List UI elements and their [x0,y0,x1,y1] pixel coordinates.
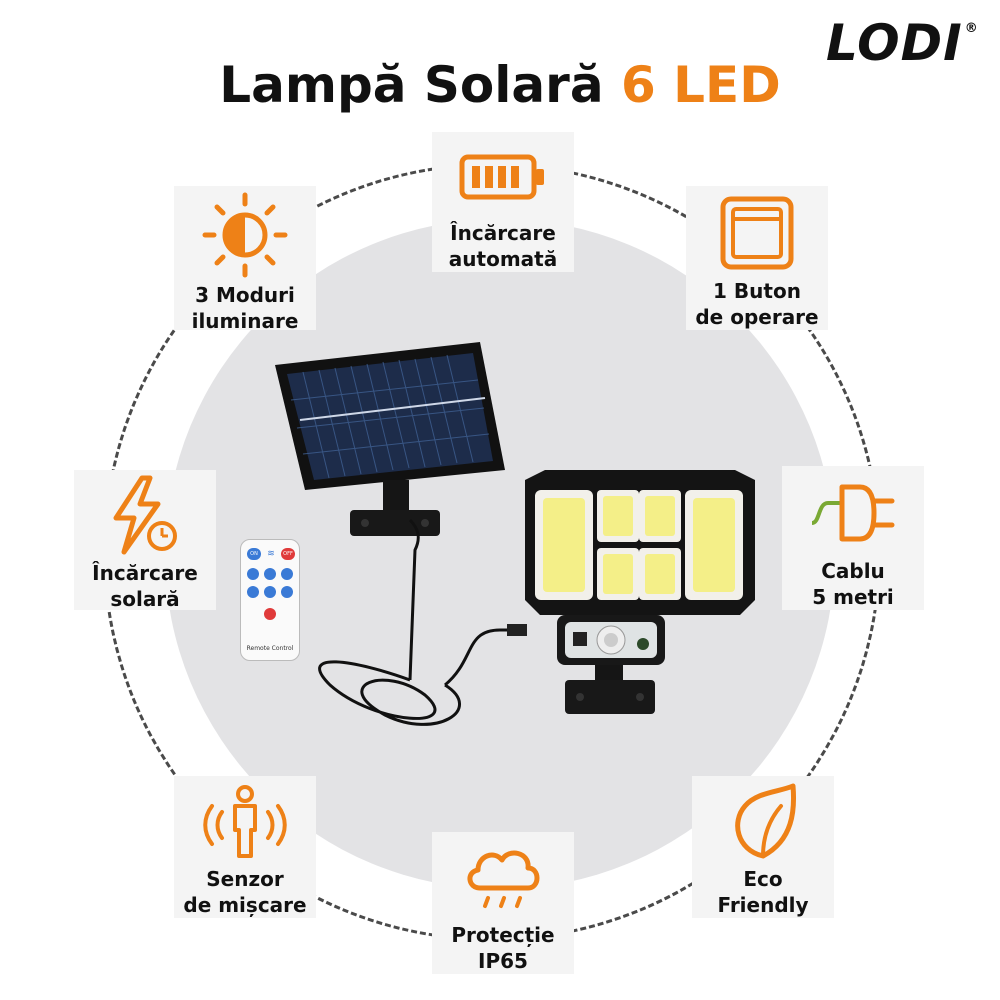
lamp-unit [525,470,755,714]
feature-label: 1 Buton de operare [695,279,819,329]
solar-panel [275,342,505,536]
remote-mode-button [281,568,293,580]
feature-label: Protecție IP65 [451,923,555,973]
remote-mode-button [264,568,276,580]
feature-protection: Protecție IP65 [432,832,574,974]
title-accent: 6 LED [620,56,781,114]
feature-label: 3 Moduri iluminare [191,283,299,333]
battery-icon [458,136,548,218]
feature-button: 1 Buton de operare [686,186,828,330]
remote-on-button: ON [247,548,261,560]
remote-mode-button [281,586,293,598]
remote-control: ON ≋ OFF Remote Control [240,539,300,661]
feature-solar: Încărcare solară [74,470,216,611]
feature-label: Încărcare solară [92,561,198,611]
feature-cable: Cablu 5 metri [782,466,924,610]
rain-cloud-icon [458,836,548,920]
registered-mark: ® [964,21,979,36]
remote-mode-button [247,568,259,580]
remote-mode-button [264,586,276,598]
brand-logo: LODI® [826,18,979,68]
motion-person-icon [200,780,290,864]
title-main: Lampă Solară [219,56,604,114]
feature-eco: Eco Friendly [692,776,834,918]
lightning-clock-icon [100,474,190,558]
feature-label: Încărcare automată [448,221,558,271]
remote-mode-button [247,586,259,598]
wifi-icon: ≋ [267,549,275,559]
feature-charging-auto: Încărcare automată [432,132,574,272]
feature-sensor: Senzor de mișcare [174,776,316,918]
remote-off-button: OFF [281,548,295,560]
brand-name: LODI [826,14,963,72]
leaf-icon [718,780,808,864]
remote-caption: Remote Control [246,645,294,652]
product-illustration [275,342,755,726]
feature-label: Senzor de mișcare [183,867,307,917]
button-icon [712,190,802,276]
feature-label: Cablu 5 metri [812,559,894,609]
plug-icon [808,470,898,556]
feature-modes: 3 Moduri iluminare [174,186,316,333]
sun-half-icon [200,190,290,280]
page-title: Lampă Solară 6 LED [0,58,1000,113]
remote-timer-button [264,608,276,620]
feature-label: Eco Friendly [717,867,809,917]
